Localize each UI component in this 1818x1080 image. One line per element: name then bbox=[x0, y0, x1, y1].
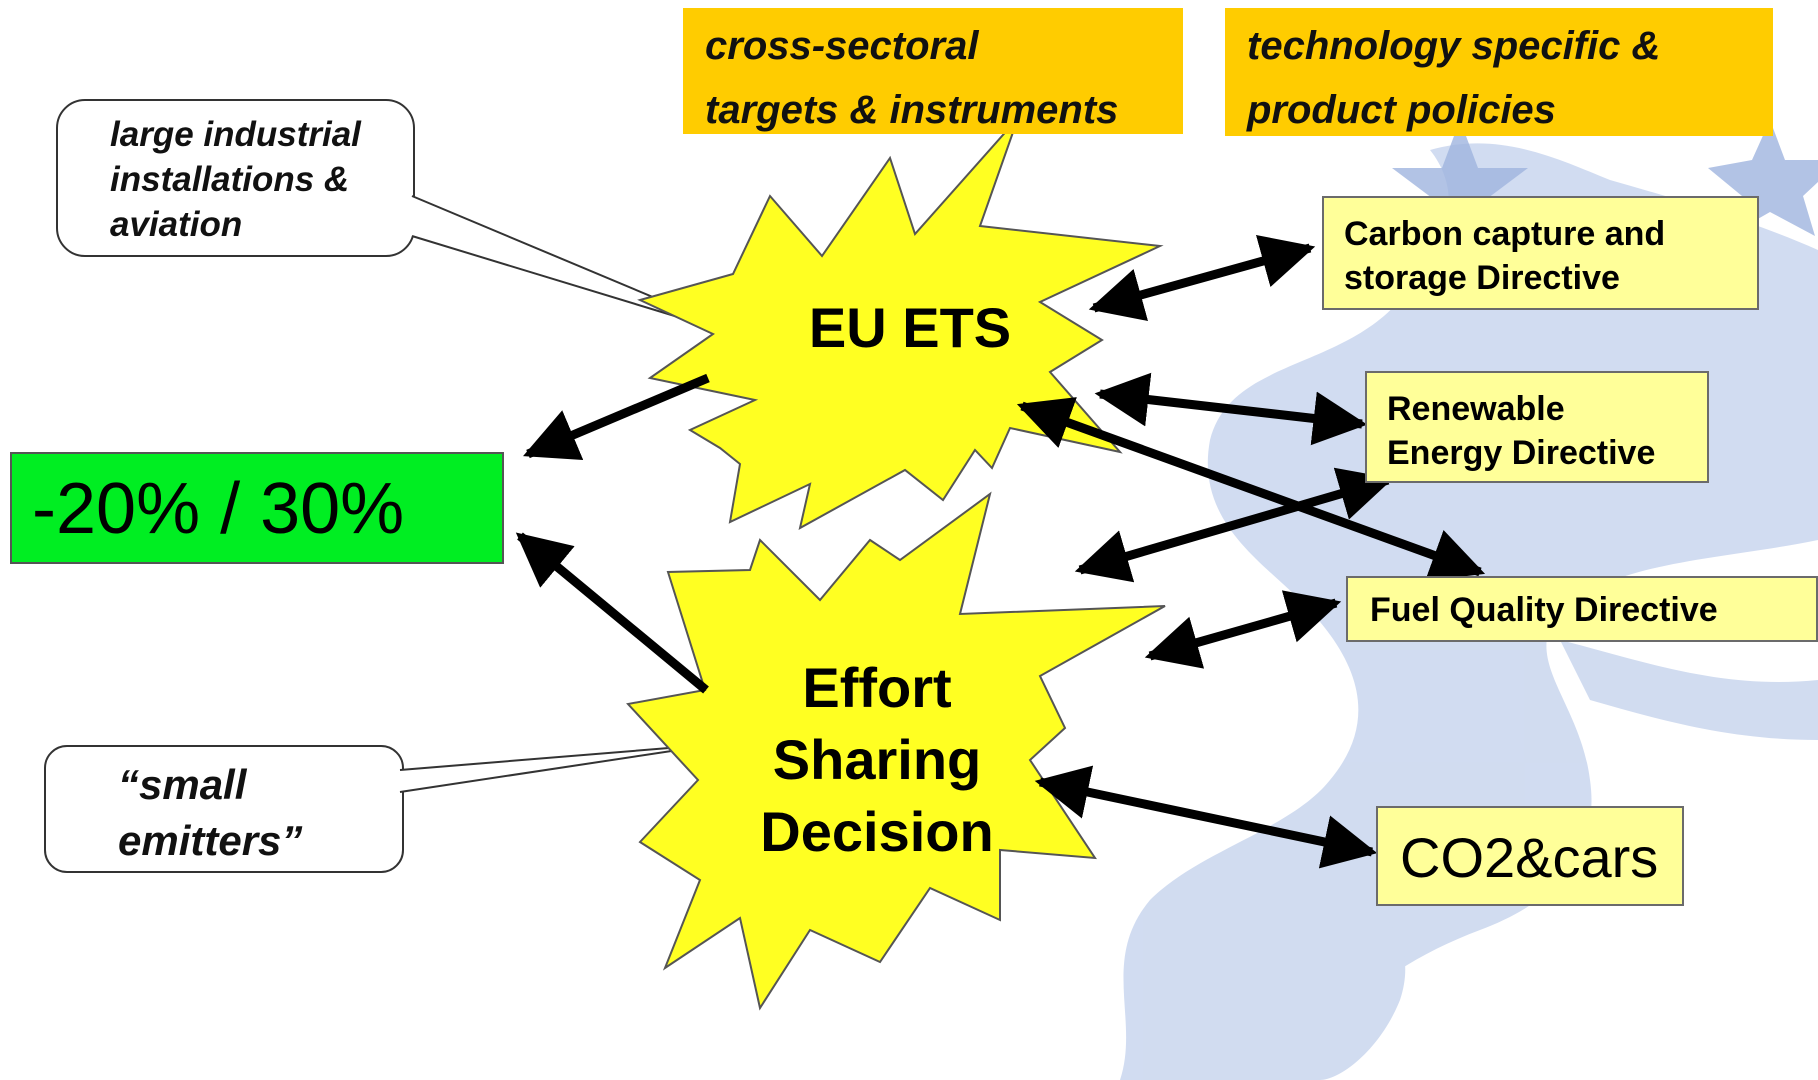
arrow-ets-to-target bbox=[523, 373, 710, 460]
policy-renewable-directive: Renewable Energy Directive bbox=[1365, 371, 1709, 483]
header-technology-line2: product policies bbox=[1247, 88, 1556, 132]
header-cross-sectoral: cross-sectoral targets & instruments bbox=[683, 8, 1183, 134]
policy-renewable-line2: Energy Directive bbox=[1387, 434, 1656, 472]
callout-small-line1: “small bbox=[118, 761, 247, 808]
callout-large-line1: large industrial bbox=[110, 115, 361, 154]
policy-renewable-line1: Renewable bbox=[1387, 390, 1565, 428]
callout-large-line3: aviation bbox=[110, 205, 243, 244]
policy-fuel-label: Fuel Quality Directive bbox=[1370, 591, 1718, 629]
effort-line2: Sharing bbox=[772, 728, 982, 791]
arrow-esd-renewable bbox=[1074, 467, 1394, 583]
policy-fuel-quality-directive: Fuel Quality Directive bbox=[1346, 576, 1818, 642]
header-technology-specific: technology specific & product policies bbox=[1225, 8, 1773, 136]
effort-sharing-burst bbox=[626, 491, 1166, 1011]
callout-box-small-emitters bbox=[44, 745, 404, 873]
header-cross-sectoral-line1: cross-sectoral bbox=[705, 24, 979, 68]
header-cross-sectoral-line2: targets & instruments bbox=[705, 88, 1119, 132]
arrow-esd-co2cars bbox=[1034, 765, 1378, 869]
policy-co2-cars: CO2&cars bbox=[1376, 806, 1684, 906]
arrow-esd-fuel bbox=[1144, 590, 1342, 669]
eu-ets-label: EU ETS bbox=[808, 296, 1012, 359]
effort-sharing-label: Effort Sharing Decision bbox=[742, 652, 1012, 868]
policy-ccs-line2: storage Directive bbox=[1344, 259, 1620, 297]
header-technology-line1: technology specific & bbox=[1247, 24, 1661, 68]
policy-ccs-line1: Carbon capture and bbox=[1344, 215, 1666, 253]
emission-target-label: -20% / 30% bbox=[32, 469, 405, 549]
callout-large-installations: large industrial installations & aviatio… bbox=[110, 112, 361, 247]
arrow-esd-to-target bbox=[515, 532, 709, 694]
connector-arrows bbox=[515, 234, 1486, 869]
background-stars bbox=[1392, 120, 1818, 246]
callout-small-emitters: “small emitters” bbox=[118, 757, 302, 869]
policy-co2-cars-label: CO2&cars bbox=[1400, 826, 1659, 889]
arrow-ets-ccs bbox=[1088, 234, 1316, 322]
callout-box-large-installations bbox=[56, 99, 415, 257]
policy-ccs-directive: Carbon capture and storage Directive bbox=[1322, 196, 1759, 310]
callout-large-line2: installations & bbox=[110, 160, 350, 199]
callout-small-line2: emitters” bbox=[118, 817, 303, 864]
effort-line3: Decision bbox=[760, 800, 994, 863]
emission-target-box: -20% / 30% bbox=[10, 452, 504, 564]
effort-line1: Effort bbox=[802, 656, 952, 719]
burst-shapes bbox=[626, 117, 1166, 1011]
